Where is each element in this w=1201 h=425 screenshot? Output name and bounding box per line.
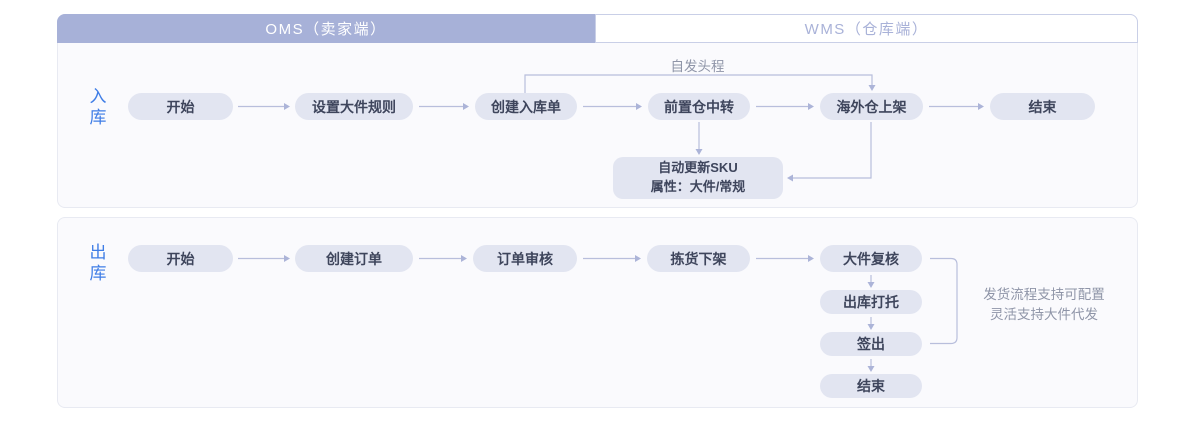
- inbound-lane-label: 入库: [89, 87, 107, 127]
- sku-update-box: 自动更新SKU 属性：大件/常规: [613, 157, 783, 199]
- node-inbound-end: 结束: [990, 93, 1095, 120]
- sku-update-line1: 自动更新SKU: [658, 160, 738, 176]
- bypass-label: 自发头程: [670, 59, 725, 74]
- node-sign-out: 签出: [820, 332, 922, 356]
- shipping-note: 发货流程支持可配置 灵活支持大件代发: [964, 285, 1124, 326]
- outbound-lane-label: 出库: [89, 243, 107, 283]
- outbound-panel: [57, 217, 1138, 408]
- node-set-bulky-rules: 设置大件规则: [295, 93, 413, 120]
- oms-header: OMS（卖家端）: [57, 14, 595, 43]
- node-forward-warehouse-transfer: 前置仓中转: [648, 93, 750, 120]
- node-order-review: 订单审核: [473, 245, 577, 272]
- shipping-note-line2: 灵活支持大件代发: [990, 307, 1098, 323]
- node-picking-off-shelf: 拣货下架: [647, 245, 750, 272]
- node-outbound-palletize: 出库打托: [820, 290, 922, 314]
- node-outbound-end: 结束: [820, 374, 922, 398]
- node-create-inbound-order: 创建入库单: [475, 93, 577, 120]
- node-outbound-start: 开始: [128, 245, 233, 272]
- shipping-note-line1: 发货流程支持可配置: [983, 287, 1105, 302]
- oms-header-label: OMS（卖家端）: [265, 21, 387, 38]
- sku-update-line2: 属性：大件/常规: [650, 179, 746, 194]
- inbound-panel: [57, 14, 1138, 208]
- node-create-order: 创建订单: [295, 245, 413, 272]
- wms-header-label: WMS（仓库端）: [804, 21, 929, 38]
- node-inbound-start: 开始: [128, 93, 233, 120]
- node-overseas-warehouse-shelving: 海外仓上架: [820, 93, 923, 120]
- wms-header: WMS（仓库端）: [595, 14, 1138, 43]
- node-bulky-recheck: 大件复核: [820, 245, 922, 272]
